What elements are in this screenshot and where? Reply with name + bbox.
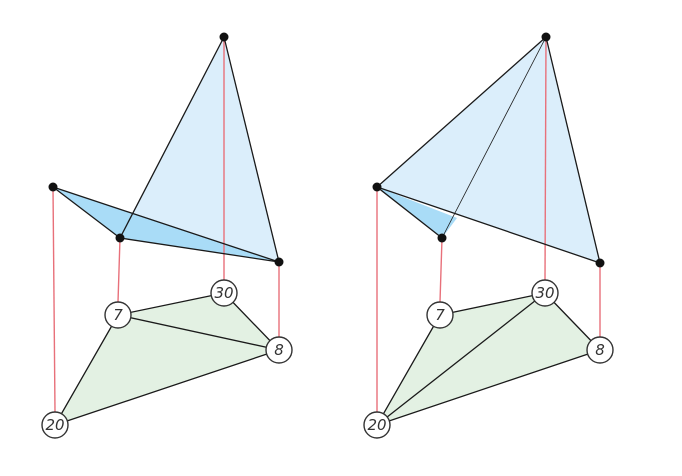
right-node-7: 7 (426, 301, 454, 329)
left-top-edge (52, 186, 280, 263)
node-label: 30 (214, 284, 233, 302)
left-lifted-vertex (48, 182, 58, 192)
left-node-20: 20 (41, 411, 69, 439)
right-bottom-edge (439, 292, 546, 316)
right-diagram: 20 7 30 8 (363, 32, 614, 439)
right-lifted-vertex (541, 32, 551, 42)
node-label: 30 (535, 284, 554, 302)
right-top-edge (376, 186, 443, 239)
right-node-8: 8 (586, 336, 614, 364)
left-bottom-edge (54, 349, 280, 426)
left-node-30: 30 (210, 279, 238, 307)
right-lifted-vertex (595, 258, 605, 268)
node-label: 20 (367, 416, 386, 434)
right-top-edge-thin (441, 36, 547, 239)
right-lift-line-7 (439, 237, 443, 303)
left-bottom-face (55, 293, 279, 425)
node-label: 20 (45, 416, 64, 434)
right-node-30: 30 (531, 279, 559, 307)
left-top-edge (119, 36, 225, 239)
left-lifted-vertex (219, 32, 229, 42)
left-node-8: 8 (265, 336, 293, 364)
left-top-face-main (120, 37, 279, 262)
right-top-edge (376, 36, 547, 188)
left-top-edge (119, 237, 280, 263)
left-lifted-vertex (115, 233, 125, 243)
right-bottom-face (377, 293, 600, 425)
right-lifted-vertex (437, 233, 447, 243)
right-lift-line-30 (544, 36, 547, 281)
node-label: 7 (435, 306, 445, 324)
right-bottom-edge (376, 314, 441, 426)
right-top-face-fold (377, 187, 457, 238)
right-top-face-main (377, 37, 600, 263)
left-top-edge (223, 36, 280, 263)
right-bottom-edge (376, 349, 601, 426)
right-top-edge (545, 36, 601, 264)
left-diagram: 20 7 30 8 (41, 32, 293, 439)
node-label: 8 (595, 341, 605, 359)
right-top-edge (376, 186, 601, 264)
node-label: 7 (113, 306, 123, 324)
left-lift-line-7 (117, 237, 121, 303)
right-lifted-vertex (372, 182, 382, 192)
left-bottom-edge (117, 292, 225, 316)
left-top-edge (52, 186, 121, 239)
left-lift-line-20 (52, 186, 56, 413)
left-node-7: 7 (104, 301, 132, 329)
node-label: 8 (274, 341, 284, 359)
right-bottom-diagonal (376, 292, 546, 426)
left-lifted-vertex (274, 257, 284, 267)
left-bottom-edge (54, 314, 119, 426)
left-bottom-diagonal (117, 314, 280, 351)
right-node-20: 20 (363, 411, 391, 439)
